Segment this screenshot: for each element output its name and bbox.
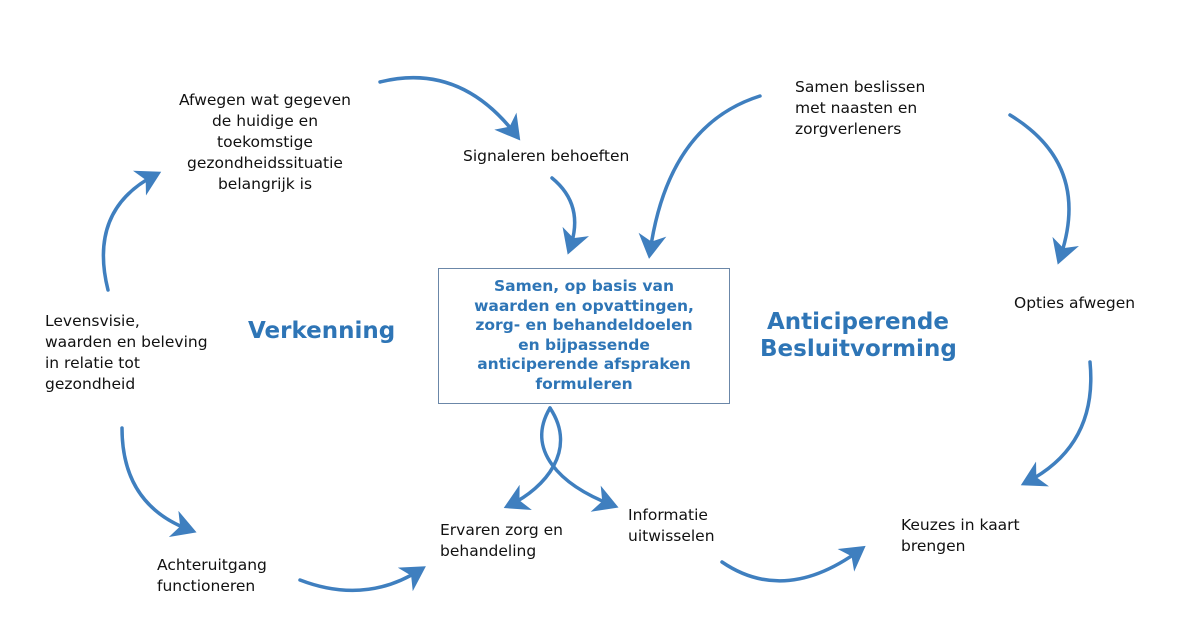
step-text: gezondheidssituatie [187,154,343,172]
arrow-achteruitgang-to-ervaren [298,566,426,593]
step-ervaren: Ervaren zorg en behandeling [440,520,563,562]
step-text: in relatie tot [45,354,140,372]
step-text: Keuzes in kaart [901,516,1020,534]
center-text: zorg- en behandeldoelen [475,316,693,334]
phase-text: Verkenning [248,318,396,344]
arrow-informatie-to-keuzes [720,545,866,583]
step-opties: Opties afwegen [1014,293,1135,314]
step-samen-beslissen: Samen beslissen met naasten en zorgverle… [795,77,925,140]
center-text: formuleren [535,374,633,393]
step-informatie: Informatie uitwisselen [628,505,715,547]
step-levensvisie: Levensvisie, waarden en beleving in rela… [45,311,208,395]
step-text: toekomstige [217,133,313,151]
step-text: Afwegen wat gegeven [178,91,352,109]
arrow-signaleren-to-center [550,176,589,255]
step-keuzes: Keuzes in kaart brengen [901,515,1020,557]
step-text: belangrijk is [217,175,313,193]
step-afwegen: Afwegen wat gegeven de huidige en toekom… [165,90,365,195]
step-text: Ervaren zorg en [440,521,564,539]
arrow-levensvisie-to-afwegen [101,170,162,292]
step-text: Achteruitgang [157,556,267,574]
step-text: brengen [901,537,966,555]
arrow-opties-to-keuzes [1020,360,1093,487]
phase-text: Besluitvorming [760,336,957,362]
center-text: anticiperende afspraken [477,355,691,373]
phase-verkenning: Verkenning [248,318,395,345]
step-text: uitwisselen [628,527,715,545]
step-signaleren: Signaleren behoeften [463,146,629,167]
step-text: functioneren [157,577,256,595]
step-text: waarden en beleving [45,333,208,351]
center-goal-box: Samen, op basis van waarden en opvatting… [438,268,730,404]
step-text: Samen beslissen [795,78,926,96]
step-text: behandeling [440,542,537,560]
step-text: zorgverleners [795,120,902,138]
step-text: met naasten en [795,99,918,117]
arrow-samen-beslissen-to-opties [1008,113,1079,265]
center-text: waarden en opvattingen, [474,296,694,315]
arrow-samen-beslissen-to-center [638,94,762,259]
step-text: Informatie [628,506,708,524]
step-text: Levensvisie, [45,312,140,330]
arrow-center-to-informatie [540,406,619,512]
center-text: Samen, op basis van [493,277,675,295]
step-text: Signaleren behoeften [463,147,630,165]
phase-text: Anticiperende [766,309,949,335]
phase-anticiperende-besluitvorming: Anticiperende Besluitvorming [760,309,957,363]
center-text: en bijpassende [518,335,650,354]
arrow-levensvisie-to-achteruitgang [120,426,197,538]
step-achteruitgang: Achteruitgang functioneren [157,555,267,597]
arrow-center-to-ervaren [503,406,563,510]
step-text: Opties afwegen [1014,294,1136,312]
arrow-afwegen-to-signaleren [378,75,521,141]
step-text: gezondheid [45,375,136,393]
step-text: de huidige en [211,112,319,130]
